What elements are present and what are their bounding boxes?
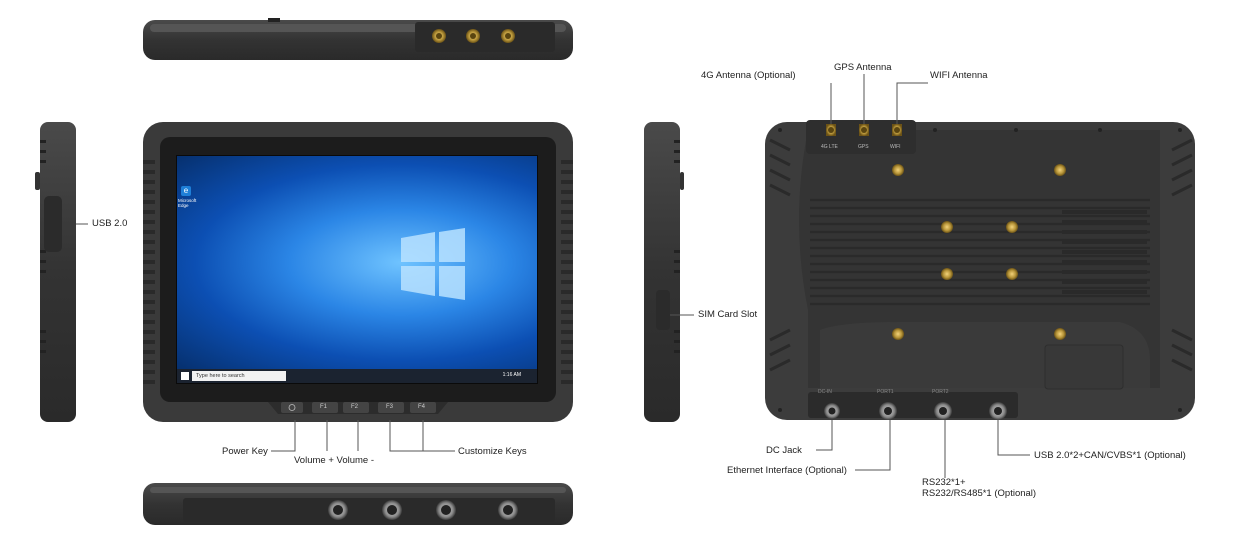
usb20-label: USB 2.0 <box>92 218 128 229</box>
windows-logo-icon <box>401 228 465 300</box>
dc-in-marking: DC-IN <box>818 389 832 395</box>
back-view <box>765 120 1195 420</box>
port2-marking: PORT2 <box>932 389 949 395</box>
f4-key <box>410 402 436 413</box>
mounting-screws <box>892 164 1066 340</box>
f1-key <box>312 402 338 413</box>
customize-keys-label: Customize Keys <box>458 446 527 457</box>
port1-marking: PORT1 <box>877 389 894 395</box>
f2-key-label: F2 <box>351 404 359 410</box>
sim-slot-cover <box>656 290 670 330</box>
sim-card-slot-label: SIM Card Slot <box>698 309 758 320</box>
bottom-edge-view <box>143 483 573 525</box>
left-side-view <box>35 122 76 422</box>
power-key <box>281 402 303 413</box>
taskbar-search-input[interactable]: Type here to search <box>192 371 286 381</box>
gps-antenna-label: GPS Antenna <box>834 62 892 73</box>
top-edge-view <box>143 18 573 60</box>
rs232-label-line1: RS232*1+ <box>922 477 966 488</box>
taskbar-clock: 1:16 AM <box>502 372 521 378</box>
gps-port-marking: GPS <box>858 144 869 150</box>
right-side-view <box>644 122 684 422</box>
edge-browser-icon[interactable]: e <box>181 186 191 196</box>
antenna-4g-label: 4G Antenna (Optional) <box>701 70 796 81</box>
f1-key-label: F1 <box>320 404 328 410</box>
ethernet-label: Ethernet Interface (Optional) <box>727 465 847 476</box>
volume-label: Volume + Volume - <box>294 455 375 466</box>
power-key-label: Power Key <box>222 446 268 457</box>
top-antenna-connector <box>432 29 515 43</box>
front-callout-lines <box>271 420 455 452</box>
bottom-aviation-connector <box>328 500 518 520</box>
back-callout-lines <box>816 74 1030 478</box>
usb-can-label: USB 2.0*2+CAN/CVBS*1 (Optional) <box>1034 450 1186 461</box>
f3-key-label: F3 <box>386 404 394 410</box>
wifi-antenna-label: WIFI Antenna <box>930 70 988 81</box>
f3-key <box>378 402 404 413</box>
lte-port-marking: 4G LTE <box>821 144 838 150</box>
wifi-port-marking: WIFI <box>890 144 901 150</box>
start-menu-icon[interactable] <box>181 372 189 380</box>
desktop-icon-label: Microsoft Edge <box>178 198 197 208</box>
windows-desktop-screen <box>177 156 537 369</box>
back-antenna-connectors <box>826 124 902 136</box>
f4-key-label: F4 <box>418 404 426 410</box>
f2-key <box>343 402 369 413</box>
usb-port-cover <box>44 196 62 252</box>
back-vent-grid <box>1062 210 1147 294</box>
front-grip-ridges-left <box>143 160 155 384</box>
back-ports <box>824 402 1007 420</box>
front-grip-ridges-right <box>561 160 573 384</box>
rs232-label-line2: RS232/RS485*1 (Optional) <box>922 488 1037 499</box>
dc-jack-label: DC Jack <box>766 445 802 456</box>
